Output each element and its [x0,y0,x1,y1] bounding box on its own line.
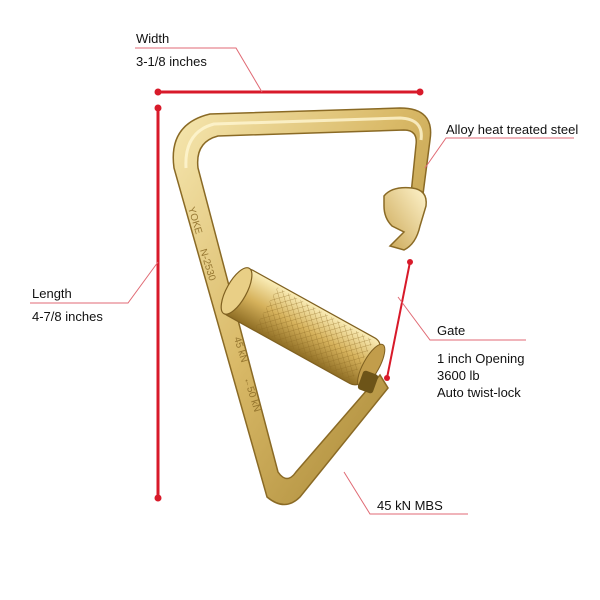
gate-leader [397,296,526,341]
width-title: Width [136,31,170,46]
material-label: Alloy heat treated steel [446,122,579,137]
gate-sleeve [220,267,386,388]
width-dimension [135,47,424,96]
gate-title: Gate [437,323,466,338]
carabiner-nose [383,186,427,251]
length-dimension [30,104,162,502]
carabiner-image: YOKE N-2530 45 kN ←50 kN [172,107,432,506]
gate-opening-dimension [384,259,526,381]
width-leader [135,47,263,93]
length-leader [30,261,159,304]
gate-opening: 1 inch Opening [437,351,525,366]
material-leader [424,137,574,169]
gate-lock-type: Auto twist-lock [437,385,521,400]
gate-strength: 3600 lb [437,368,480,383]
length-title: Length [32,286,72,301]
frame-highlight [184,116,423,169]
mbs-leader [343,471,468,515]
gate-pin [357,370,379,394]
length-value: 4-7/8 inches [32,309,103,324]
width-value: 3-1/8 inches [136,54,207,69]
mbs-label: 45 kN MBS [377,498,443,513]
